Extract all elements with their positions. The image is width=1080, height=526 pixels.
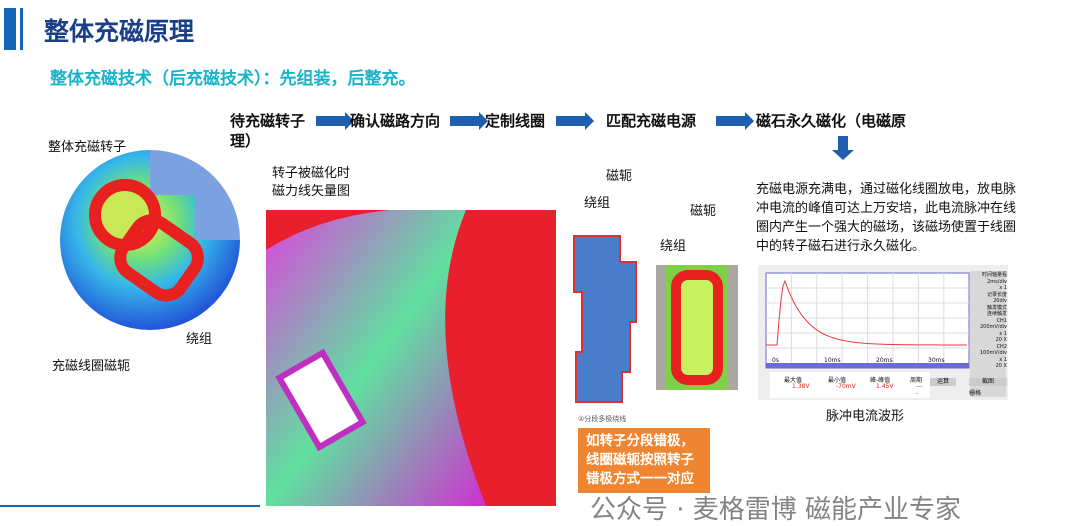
scope-side-item: 100mV/div <box>979 350 1007 356</box>
arrow-icon <box>716 112 754 130</box>
scope-side-item: 连续触发 <box>986 311 1007 317</box>
arrow-icon <box>316 112 354 130</box>
label-yoke: 充磁线圈磁轭 <box>52 359 131 374</box>
callout-box: 如转子分段错极，线圈磁轭按照转子错极方式一一对应 <box>578 428 710 493</box>
scope-side-item: 记录长度 <box>986 291 1007 298</box>
label-yoke-2: 磁轭 <box>690 204 717 219</box>
title-accent-bar <box>4 8 16 50</box>
scope-side-item: CH1 <box>996 317 1007 324</box>
scope-caption: 脉冲电流波形 <box>826 409 905 424</box>
scope-side-item: CH2 <box>996 343 1007 350</box>
bottom-rule <box>0 505 260 507</box>
step-2: 确认磁路方向 <box>350 112 441 130</box>
scope-side-item: 2ms/div <box>987 278 1007 285</box>
stat-value: 1.45V <box>876 383 894 390</box>
vector-field-image <box>266 210 556 506</box>
scope-side-item: 200mV/div <box>979 324 1007 330</box>
description: 充磁电源充满电，通过磁化线圈放电，放电脉冲电流的峰值可达上万安培，此电流脉冲在线… <box>756 182 1017 254</box>
scope-side-item: x 1 <box>999 330 1007 337</box>
scope-side-item: x 1 <box>999 356 1007 363</box>
stat-label: 最小值 <box>828 377 847 384</box>
x-tick: 30ms <box>928 357 945 364</box>
scope-calc-button[interactable]: 运算 <box>930 378 956 386</box>
vector-caption-1: 转子被磁化时 <box>272 166 351 181</box>
watermark: 公众号 · 麦格雷博 磁能产业专家 <box>590 495 962 525</box>
scope-side-item: 20 X <box>995 363 1007 369</box>
page-title: 整体充磁原理 <box>44 17 195 46</box>
step-1: 待充磁转子 <box>230 112 306 130</box>
step-4: 匹配充磁电源 <box>606 112 697 130</box>
arrow-icon <box>450 112 488 130</box>
down-arrow-head <box>832 150 854 160</box>
scope-grid-toggle[interactable]: 栅格 <box>969 390 982 397</box>
label-winding-1: 绕组 <box>584 196 611 211</box>
small-caption: ②分段多极绕线 <box>578 415 627 423</box>
step-5: 磁石永久磁化（电磁原 <box>756 112 907 130</box>
scope-side-item: 20div <box>993 298 1007 304</box>
rotor-figure <box>60 150 240 330</box>
x-tick: 0s <box>772 357 779 364</box>
segmented-coil-figure <box>573 235 637 403</box>
stat-value: ---- <box>916 383 923 397</box>
scope-side-item: 时间轴量程 <box>981 272 1007 278</box>
coil-yoke-figure <box>656 265 738 390</box>
stat-label: 最大值 <box>784 377 803 384</box>
stat-value: -70mV <box>836 383 856 390</box>
subtitle: 整体充磁技术（后充磁技术）：先组装，后整充。 <box>50 69 416 89</box>
oscilloscope-waveform <box>758 265 1008 400</box>
arrow-icon <box>556 112 594 130</box>
scope-screenshot-button[interactable]: 截图 <box>969 378 1007 386</box>
x-tick: 10ms <box>824 357 841 364</box>
vector-caption-2: 磁力线矢量图 <box>272 184 351 199</box>
label-yoke-1: 磁轭 <box>606 169 633 184</box>
scope-side-item: x 1 <box>999 285 1007 291</box>
down-arrow-icon <box>838 136 848 150</box>
step-wrap: 理） <box>230 132 261 150</box>
x-tick: 20ms <box>876 357 893 364</box>
step-3: 定制线圈 <box>485 112 546 130</box>
scope-side-item: 触发模式 <box>986 304 1007 311</box>
title-accent-bar <box>20 8 23 50</box>
scope-stats: 最大值 最小值 峰-峰值 周期 1.38V -70mV 1.45V ---- <box>784 375 924 397</box>
stat-label: 峰-峰值 <box>870 377 891 384</box>
label-rotor: 整体充磁转子 <box>48 140 127 155</box>
label-winding-2: 绕组 <box>660 239 687 254</box>
scope-side-item: 20 X <box>995 337 1007 343</box>
stat-label: 周期 <box>910 377 923 384</box>
waveform-trace <box>766 279 968 346</box>
stat-value: 1.38V <box>792 383 810 390</box>
label-winding: 绕组 <box>186 332 213 347</box>
